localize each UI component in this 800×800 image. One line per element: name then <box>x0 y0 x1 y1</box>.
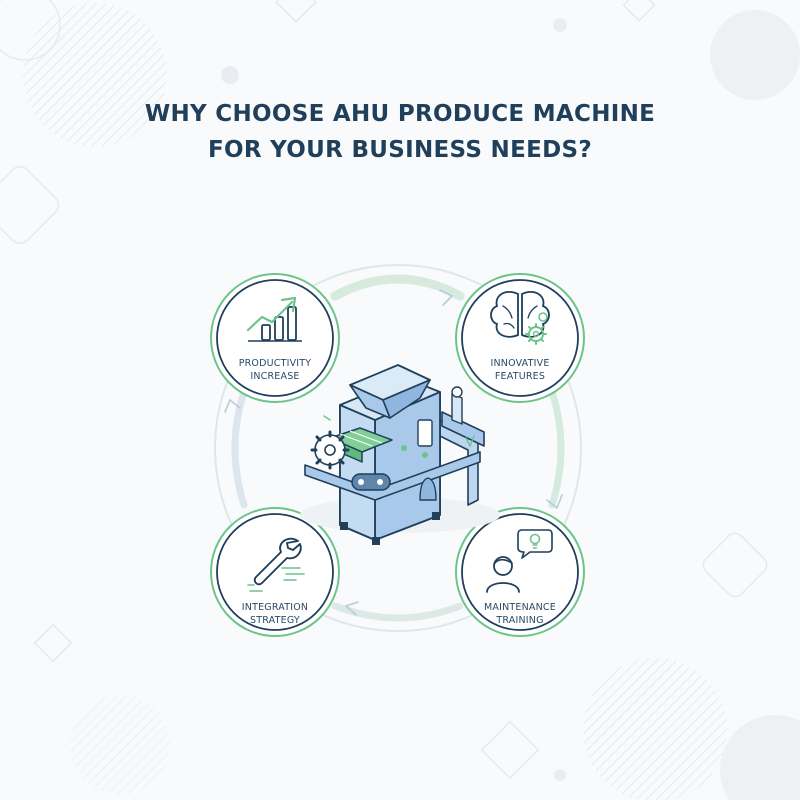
bg-outline-circle <box>0 0 61 61</box>
label-line: INNOVATIVE <box>490 358 550 369</box>
integration-strategy-label: INTEGRATION STRATEGY <box>210 601 340 627</box>
node-productivity-increase <box>210 273 340 403</box>
bg-diamond <box>480 720 540 780</box>
maintenance-training-label: MAINTENANCE TRAINING <box>455 601 585 627</box>
cycle-ring <box>214 264 582 632</box>
node-integration-strategy <box>210 507 340 637</box>
arrow-icon <box>224 289 563 616</box>
node-innovative-features <box>455 273 585 403</box>
label-line: INCREASE <box>250 371 300 382</box>
bg-dot <box>554 769 566 781</box>
node-maintenance-training <box>455 507 585 637</box>
cycle-arc-bottom <box>331 602 464 622</box>
cycle-arc-left <box>231 388 248 509</box>
bg-dot <box>553 18 567 32</box>
label-line: MAINTENANCE <box>484 602 556 613</box>
growth-chart-icon <box>246 296 302 342</box>
bg-hatched-circle <box>23 3 167 147</box>
bg-rounded-diamond <box>702 532 768 598</box>
productivity-increase-label: PRODUCTIVITY INCREASE <box>210 357 340 383</box>
label-line: FEATURES <box>494 371 546 382</box>
title-line-2: FOR YOUR BUSINESS NEEDS? <box>207 137 593 163</box>
bg-hatched-circle <box>583 658 727 800</box>
page-title: WHY CHOOSE AHU PRODUCE MACHINE FOR YOUR … <box>0 96 800 168</box>
brain-gear-icon <box>490 291 550 345</box>
cycle-arc-right <box>548 388 565 509</box>
bg-diamond <box>33 623 73 663</box>
produce-machine-icon <box>300 364 500 545</box>
bg-hatched-circle <box>70 695 170 795</box>
label-line: PRODUCTIVITY <box>238 358 312 369</box>
label-line: INTEGRATION <box>241 602 309 613</box>
bg-diamond <box>275 0 317 23</box>
title-line-1: WHY CHOOSE AHU PRODUCE MACHINE <box>144 101 656 127</box>
bg-blob <box>710 10 800 100</box>
wrench-icon <box>247 537 305 592</box>
label-line: STRATEGY <box>250 615 300 626</box>
bg-rounded-diamond <box>0 165 60 245</box>
person-idea-icon <box>486 529 553 593</box>
bg-dot <box>221 66 239 84</box>
bg-blob <box>720 715 800 800</box>
innovative-features-label: INNOVATIVE FEATURES <box>455 357 585 383</box>
label-line: TRAINING <box>496 615 544 626</box>
bg-diamond <box>622 0 656 22</box>
cycle-arc-top <box>330 274 465 301</box>
